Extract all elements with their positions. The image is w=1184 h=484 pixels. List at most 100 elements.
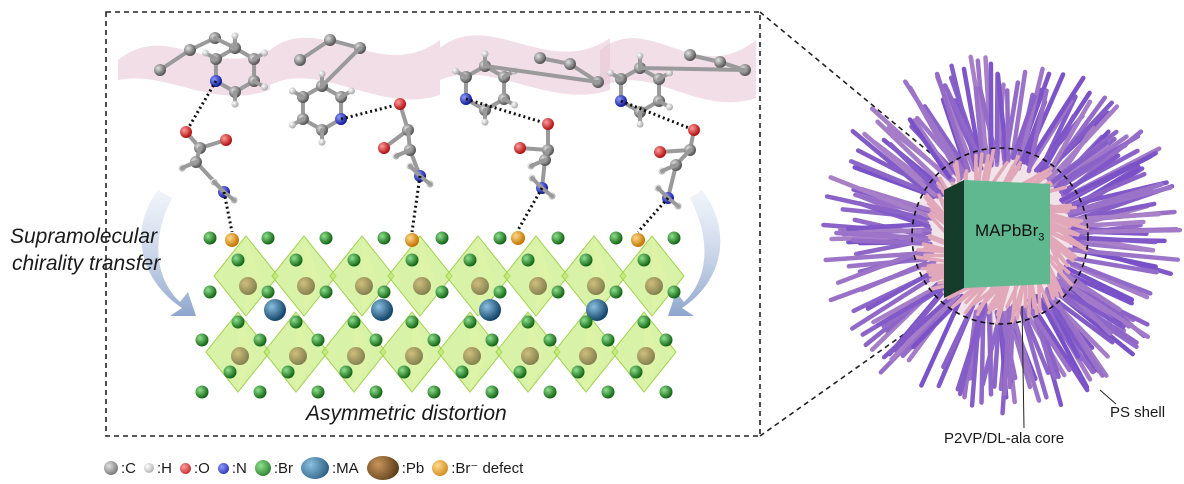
octahedron-facet bbox=[246, 236, 262, 316]
br-atom bbox=[629, 365, 643, 379]
br-atom bbox=[231, 253, 245, 267]
br-atom bbox=[571, 365, 585, 379]
shell-label: PS shell bbox=[1110, 404, 1166, 421]
pb-atom bbox=[471, 277, 489, 295]
octahedron bbox=[329, 235, 395, 317]
shell-rod bbox=[845, 222, 924, 232]
c-atom bbox=[714, 56, 726, 68]
br-atom bbox=[435, 285, 449, 299]
h-atom bbox=[231, 100, 239, 108]
h-atom bbox=[636, 120, 644, 128]
shell-rod bbox=[869, 106, 955, 185]
shell-rod bbox=[1069, 262, 1150, 300]
legend-text-c: :C bbox=[121, 459, 136, 477]
bond bbox=[638, 66, 747, 72]
h-atom bbox=[348, 87, 356, 95]
bond bbox=[666, 196, 680, 208]
br-atom bbox=[579, 315, 593, 329]
shell-rod bbox=[1067, 182, 1164, 215]
h-atom bbox=[261, 83, 269, 91]
shell-rod bbox=[881, 291, 957, 360]
br-atom bbox=[203, 231, 217, 245]
br-atom bbox=[637, 315, 651, 329]
pb-atom bbox=[587, 277, 605, 295]
bond bbox=[158, 48, 192, 72]
br-atom bbox=[521, 253, 535, 267]
shell-rod bbox=[1060, 279, 1151, 340]
cube-label-sub: 3 bbox=[1038, 231, 1045, 244]
o-atom bbox=[180, 126, 192, 138]
shell-rod bbox=[828, 175, 930, 218]
shell-rod bbox=[1002, 305, 1012, 397]
br-atom bbox=[609, 285, 623, 299]
c-atom bbox=[184, 44, 196, 56]
zoom-line-top bbox=[759, 11, 959, 177]
ligand-molecules bbox=[154, 32, 751, 233]
shell-rod bbox=[824, 194, 929, 221]
ribbon-segment bbox=[440, 35, 610, 95]
br-atom bbox=[319, 285, 333, 299]
br-atom bbox=[289, 315, 303, 329]
br-atom bbox=[601, 333, 615, 347]
shell-leader bbox=[1099, 389, 1117, 405]
br-atom bbox=[637, 253, 651, 267]
br-defect-atom bbox=[405, 233, 419, 247]
shell-rod bbox=[919, 293, 965, 388]
h-atom bbox=[451, 67, 459, 75]
o-atom bbox=[542, 118, 554, 130]
core-label: P2VP/DL-ala core bbox=[944, 430, 1065, 447]
shell-rod bbox=[875, 285, 945, 328]
octahedron-facet bbox=[362, 236, 378, 316]
shell-rod bbox=[850, 128, 935, 200]
bond bbox=[540, 186, 554, 198]
o-atom bbox=[394, 98, 406, 110]
br-atom bbox=[551, 285, 565, 299]
ma-cation bbox=[371, 299, 393, 321]
core-rod bbox=[1047, 240, 1063, 273]
br-atom bbox=[311, 333, 325, 347]
shell-rod bbox=[995, 72, 1010, 164]
bond bbox=[180, 160, 198, 170]
shell-rod bbox=[942, 83, 983, 162]
orange-sphere-icon bbox=[432, 460, 449, 476]
legend-text-n: :N bbox=[231, 459, 247, 477]
h-atom bbox=[231, 32, 239, 40]
shell-rod bbox=[865, 269, 935, 311]
shell-rod bbox=[957, 307, 984, 397]
octahedron bbox=[619, 235, 685, 317]
shell-rod bbox=[934, 71, 971, 173]
green-sphere-icon bbox=[254, 460, 271, 476]
c-atom bbox=[294, 54, 306, 66]
br-atom bbox=[427, 385, 441, 399]
pb-atom bbox=[239, 277, 257, 295]
pb-atom bbox=[289, 347, 307, 365]
br-atom bbox=[223, 365, 237, 379]
legend-text-h: :H bbox=[157, 459, 172, 477]
h-atom bbox=[201, 49, 209, 57]
shell-rod bbox=[1046, 104, 1120, 182]
br-atom bbox=[455, 365, 469, 379]
white-sphere-icon bbox=[144, 463, 154, 473]
br-atom bbox=[203, 285, 217, 299]
br-atom bbox=[543, 385, 557, 399]
o-atom bbox=[654, 146, 666, 158]
br-atom bbox=[513, 365, 527, 379]
h-atom bbox=[511, 101, 519, 109]
pb-atom bbox=[521, 347, 539, 365]
octahedron bbox=[387, 235, 453, 317]
br-atom bbox=[601, 385, 615, 399]
octahedron bbox=[271, 235, 337, 317]
shell-rod bbox=[903, 79, 967, 176]
h-atom bbox=[481, 50, 489, 58]
c-atom bbox=[154, 64, 166, 76]
shell-rod bbox=[1025, 75, 1086, 167]
br-atom bbox=[369, 333, 383, 347]
hydrogen-bond bbox=[340, 102, 401, 121]
pb-atom bbox=[231, 347, 249, 365]
o-atom bbox=[378, 142, 390, 154]
cube-side bbox=[944, 180, 964, 298]
bond bbox=[298, 38, 332, 62]
legend-text-br: :Br bbox=[273, 459, 294, 477]
teal-sphere-icon bbox=[301, 457, 330, 479]
